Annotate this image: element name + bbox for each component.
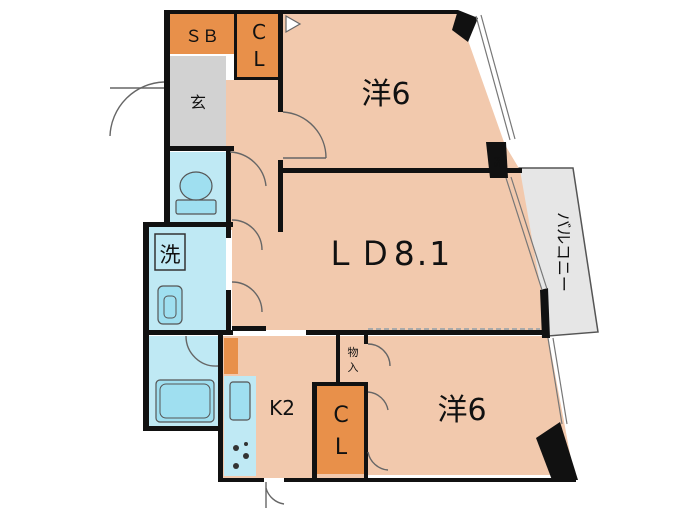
closet-bottom-label: C L (333, 403, 348, 460)
bathtub-icon (155, 379, 215, 423)
entrance-floor (170, 56, 226, 148)
wash-basin-icon (157, 285, 183, 325)
western-room-top-floor (282, 12, 520, 170)
washroom-label: 洗 (160, 243, 181, 267)
svg-text:C: C (252, 20, 266, 44)
doors (109, 14, 391, 508)
shoe-box-label: ＳＢ (185, 27, 219, 47)
balcony-label: バルコニー (554, 212, 573, 292)
closet-bottom-area (316, 386, 366, 474)
kitchen-sink-icon (229, 381, 251, 421)
living-dining-floor (232, 170, 548, 330)
svg-text:物: 物 (348, 345, 359, 359)
washing-machine-icon (154, 233, 186, 271)
pipe-space-label: PS (492, 157, 501, 167)
kitchen-counter-strip (224, 338, 238, 374)
closet-top-area (236, 14, 282, 78)
svg-text:入: 入 (348, 361, 359, 374)
shoe-box-area (170, 14, 234, 54)
walls (143, 10, 578, 482)
western-room-top-label: 洋6 (361, 77, 410, 112)
windows (368, 14, 568, 425)
storage-small-area (342, 338, 366, 384)
hallway-floor (226, 80, 282, 230)
closet-top-label: C L (252, 20, 266, 71)
svg-text:L: L (335, 435, 348, 460)
svg-text:L: L (253, 47, 265, 71)
entrance-label: 玄 (190, 93, 206, 112)
svg-text:C: C (333, 403, 348, 428)
kitchen-label: K2 (269, 396, 295, 420)
living-dining-label: ＬＤ8.1 (324, 234, 452, 273)
western-room-bottom-label: 洋6 (437, 393, 486, 428)
toilet-icon (175, 171, 217, 215)
storage-small-label: 物 入 (348, 345, 359, 374)
stove-icon (233, 442, 249, 469)
western-room-bottom-floor (366, 336, 574, 475)
